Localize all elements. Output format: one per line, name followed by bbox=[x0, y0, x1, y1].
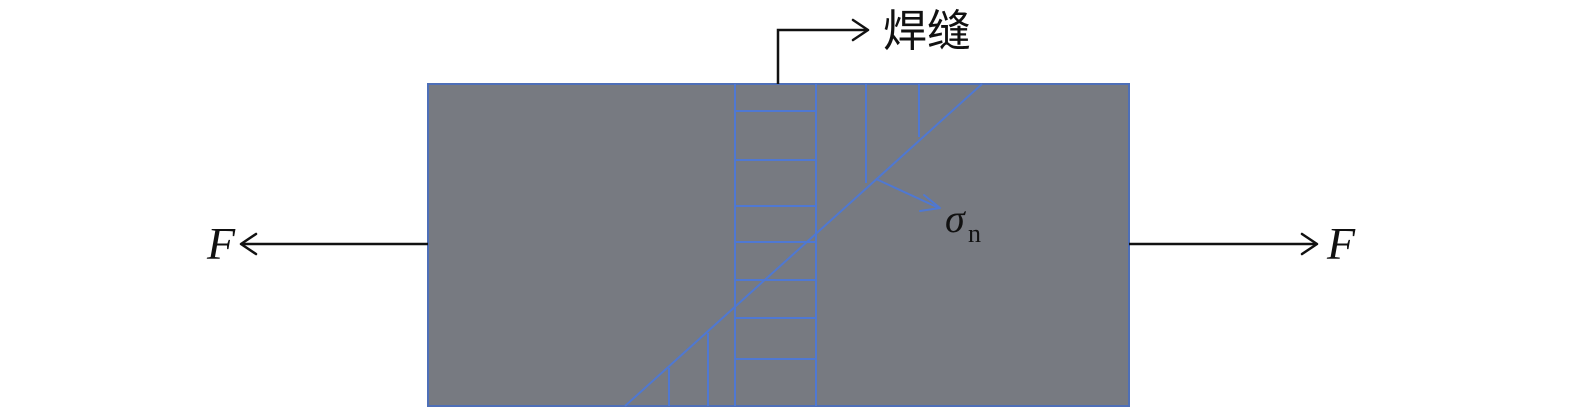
normal-stress-arrowhead bbox=[919, 194, 941, 212]
normal-stress-arrow-shaft bbox=[875, 178, 940, 209]
weld-leader-arrowhead bbox=[851, 18, 870, 42]
normal-stress-symbol: σ bbox=[945, 196, 966, 241]
right-force-label: F bbox=[1326, 218, 1356, 269]
weld-label: 焊缝 bbox=[883, 6, 971, 57]
steel-plate bbox=[427, 83, 1130, 407]
right-force-arrowhead bbox=[1300, 232, 1319, 256]
normal-stress-subscript: n bbox=[968, 219, 981, 248]
left-force-arrowhead bbox=[239, 232, 258, 256]
left-force-label: F bbox=[206, 218, 236, 269]
oblique-section-line bbox=[624, 83, 983, 407]
weld-leader-line bbox=[776, 28, 867, 84]
